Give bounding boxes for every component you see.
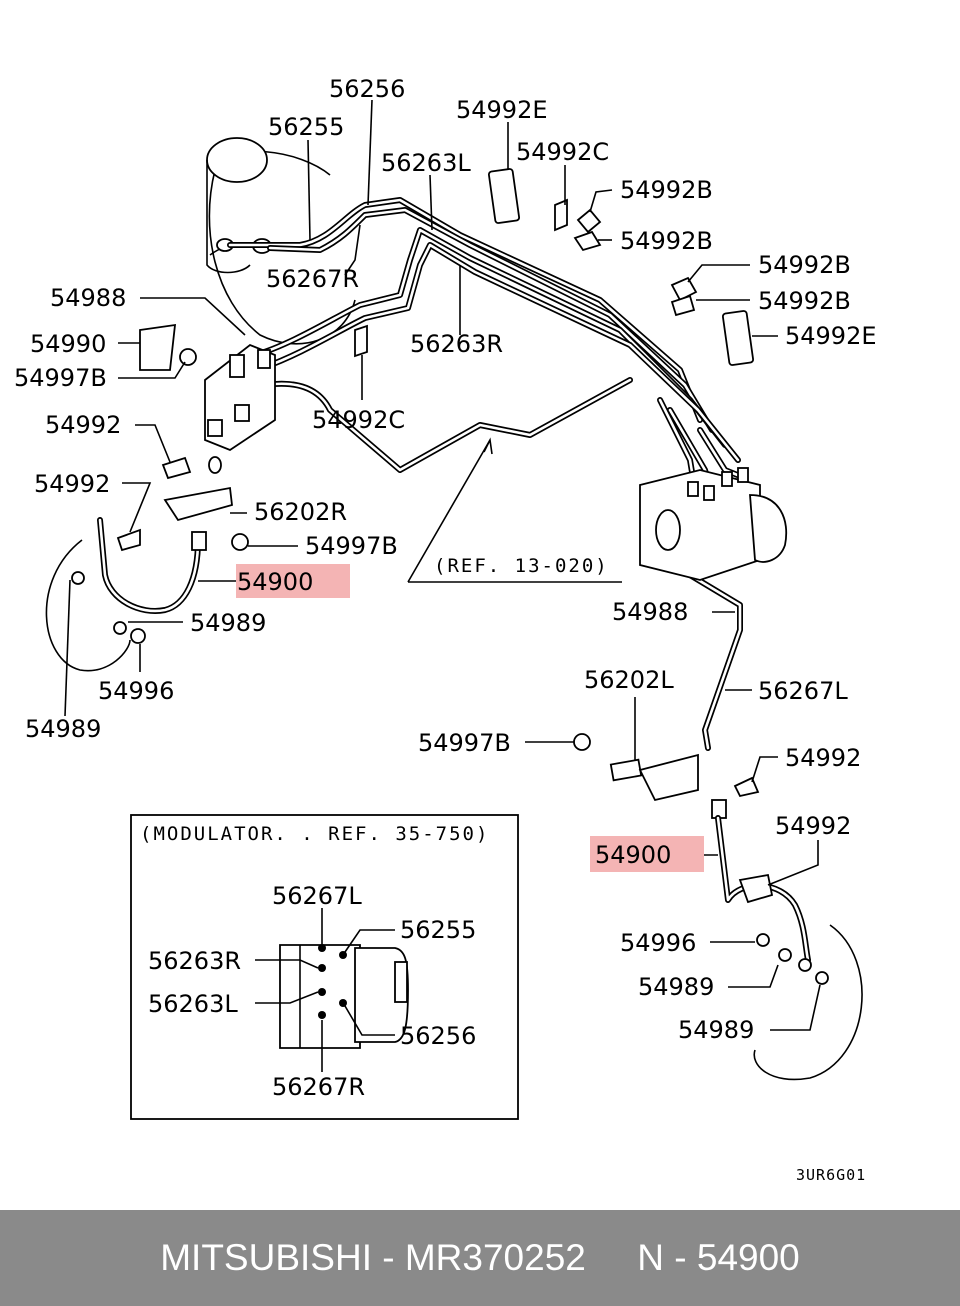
label-54992B-4: 54992B	[758, 287, 851, 315]
label-56255: 56255	[268, 113, 344, 141]
label-56267L: 56267L	[758, 677, 848, 705]
inset-label-56263R: 56263R	[148, 947, 241, 975]
label-54997B-right: 54997B	[418, 729, 511, 757]
label-56267R: 56267R	[266, 265, 359, 293]
label-54989-right2: 54989	[678, 1016, 754, 1044]
label-54997B-top: 54997B	[14, 364, 107, 392]
label-54992B-2: 54992B	[620, 227, 713, 255]
label-54992E-top: 54992E	[456, 96, 548, 124]
label-54989-left1: 54989	[190, 609, 266, 637]
label-54989-left2: 54989	[25, 715, 101, 743]
label-56263R: 56263R	[410, 330, 503, 358]
label-54992C-top: 54992C	[516, 138, 609, 166]
ref-13-020: (REF. 13-020)	[434, 555, 609, 577]
label-54988-right: 54988	[612, 598, 688, 626]
leader-lines	[64, 99, 821, 1031]
label-54997B-mid: 54997B	[305, 532, 398, 560]
clips-and-fasteners	[45, 168, 863, 1081]
label-54996-left: 54996	[98, 677, 174, 705]
inset-label-56256: 56256	[400, 1022, 476, 1050]
modulator-ref: (MODULATOR. . REF. 35-750)	[140, 823, 489, 845]
abs-modulator	[639, 467, 788, 581]
highlight-54900-right	[590, 836, 704, 872]
inset-label-56263L: 56263L	[148, 990, 238, 1018]
label-54989-right1: 54989	[638, 973, 714, 1001]
label-54900-right: 54900	[595, 841, 671, 869]
diagram-code: 3UR6G01	[796, 1166, 866, 1184]
label-54992-right2: 54992	[775, 812, 851, 840]
modulator-inset: (MODULATOR. . REF. 35-750) 56267L 56255 …	[130, 814, 519, 1120]
brake-pipes	[227, 197, 748, 751]
label-54992C-mid: 54992C	[312, 406, 405, 434]
inset-label-56267R: 56267R	[272, 1073, 365, 1101]
label-54992-left2: 54992	[34, 470, 110, 498]
label-54990: 54990	[30, 330, 106, 358]
inset-label-56267L: 56267L	[272, 882, 362, 910]
footer-bar: MITSUBISHI - MR370252 N - 54900	[0, 1210, 960, 1306]
label-54992E-right: 54992E	[785, 322, 877, 350]
proportioning-valve	[204, 343, 276, 474]
highlight-54900-left	[236, 564, 350, 598]
label-56202R: 56202R	[254, 498, 347, 526]
footer-part-info: MITSUBISHI - MR370252 N - 54900	[160, 1237, 800, 1278]
label-54996-right: 54996	[620, 929, 696, 957]
label-54988-top: 54988	[50, 284, 126, 312]
part-labels: 56256 54992E 56255 56263L 54992C 54992B …	[14, 75, 877, 1184]
inset-label-56255: 56255	[400, 916, 476, 944]
label-56263L: 56263L	[381, 149, 471, 177]
label-54992B-3: 54992B	[758, 251, 851, 279]
label-56256: 56256	[329, 75, 405, 103]
brake-line-diagram: 56256 54992E 56255 56263L 54992C 54992B …	[14, 75, 877, 1184]
label-54900-left: 54900	[237, 568, 313, 596]
label-54992B-1: 54992B	[620, 176, 713, 204]
label-54992-right1: 54992	[785, 744, 861, 772]
label-56202L: 56202L	[584, 666, 674, 694]
label-54992-left1: 54992	[45, 411, 121, 439]
